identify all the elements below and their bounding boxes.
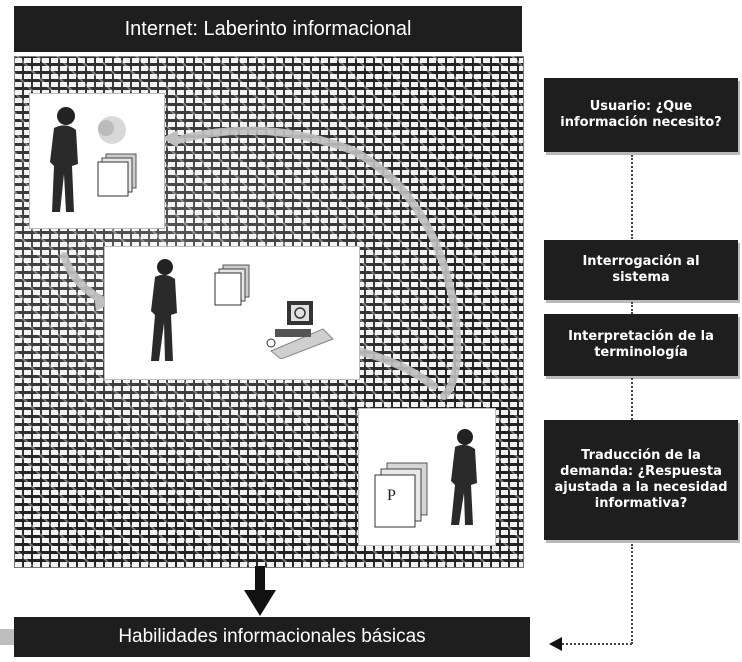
person-silhouette-icon bbox=[151, 259, 177, 361]
flow-arrow-1 bbox=[170, 126, 462, 400]
connector-dotted bbox=[631, 155, 633, 239]
document-stack-icon bbox=[374, 462, 428, 528]
step-translation: Traducción de la demanda: ¿Respuesta aju… bbox=[544, 420, 738, 540]
arrow-left-icon bbox=[549, 637, 562, 651]
document-stack-icon bbox=[97, 153, 137, 197]
flow-arrow-head-1 bbox=[162, 130, 178, 148]
outcome-tail bbox=[0, 629, 16, 645]
outcome-bar: Habilidades informacionales básicas bbox=[14, 617, 530, 657]
connector-dotted bbox=[631, 378, 633, 420]
flow-arrow-2 bbox=[60, 252, 108, 305]
panel-result: P bbox=[358, 408, 496, 546]
panel-user-need bbox=[29, 93, 165, 229]
document-letter: P bbox=[387, 487, 396, 504]
flow-arrow-head-2 bbox=[94, 294, 109, 311]
step-user-need: Usuario: ¿Que información necesito? bbox=[544, 78, 738, 152]
arrow-down-icon bbox=[244, 566, 276, 616]
step-system-query: Interrogación al sistema bbox=[544, 240, 738, 300]
connector-dotted bbox=[631, 302, 633, 314]
diagram-title: Internet: Laberinto informacional bbox=[14, 6, 522, 52]
document-stack-icon bbox=[214, 264, 250, 306]
computer-icon bbox=[266, 301, 334, 359]
step-terminology: Interpretación de la terminología bbox=[544, 314, 738, 376]
panel-system-query bbox=[104, 246, 360, 380]
connector-dotted bbox=[631, 544, 633, 644]
question-bubble-icon bbox=[98, 116, 126, 144]
person-silhouette-icon bbox=[50, 107, 78, 212]
connector-dotted-horizontal bbox=[562, 643, 632, 645]
person-silhouette-icon bbox=[451, 429, 477, 525]
